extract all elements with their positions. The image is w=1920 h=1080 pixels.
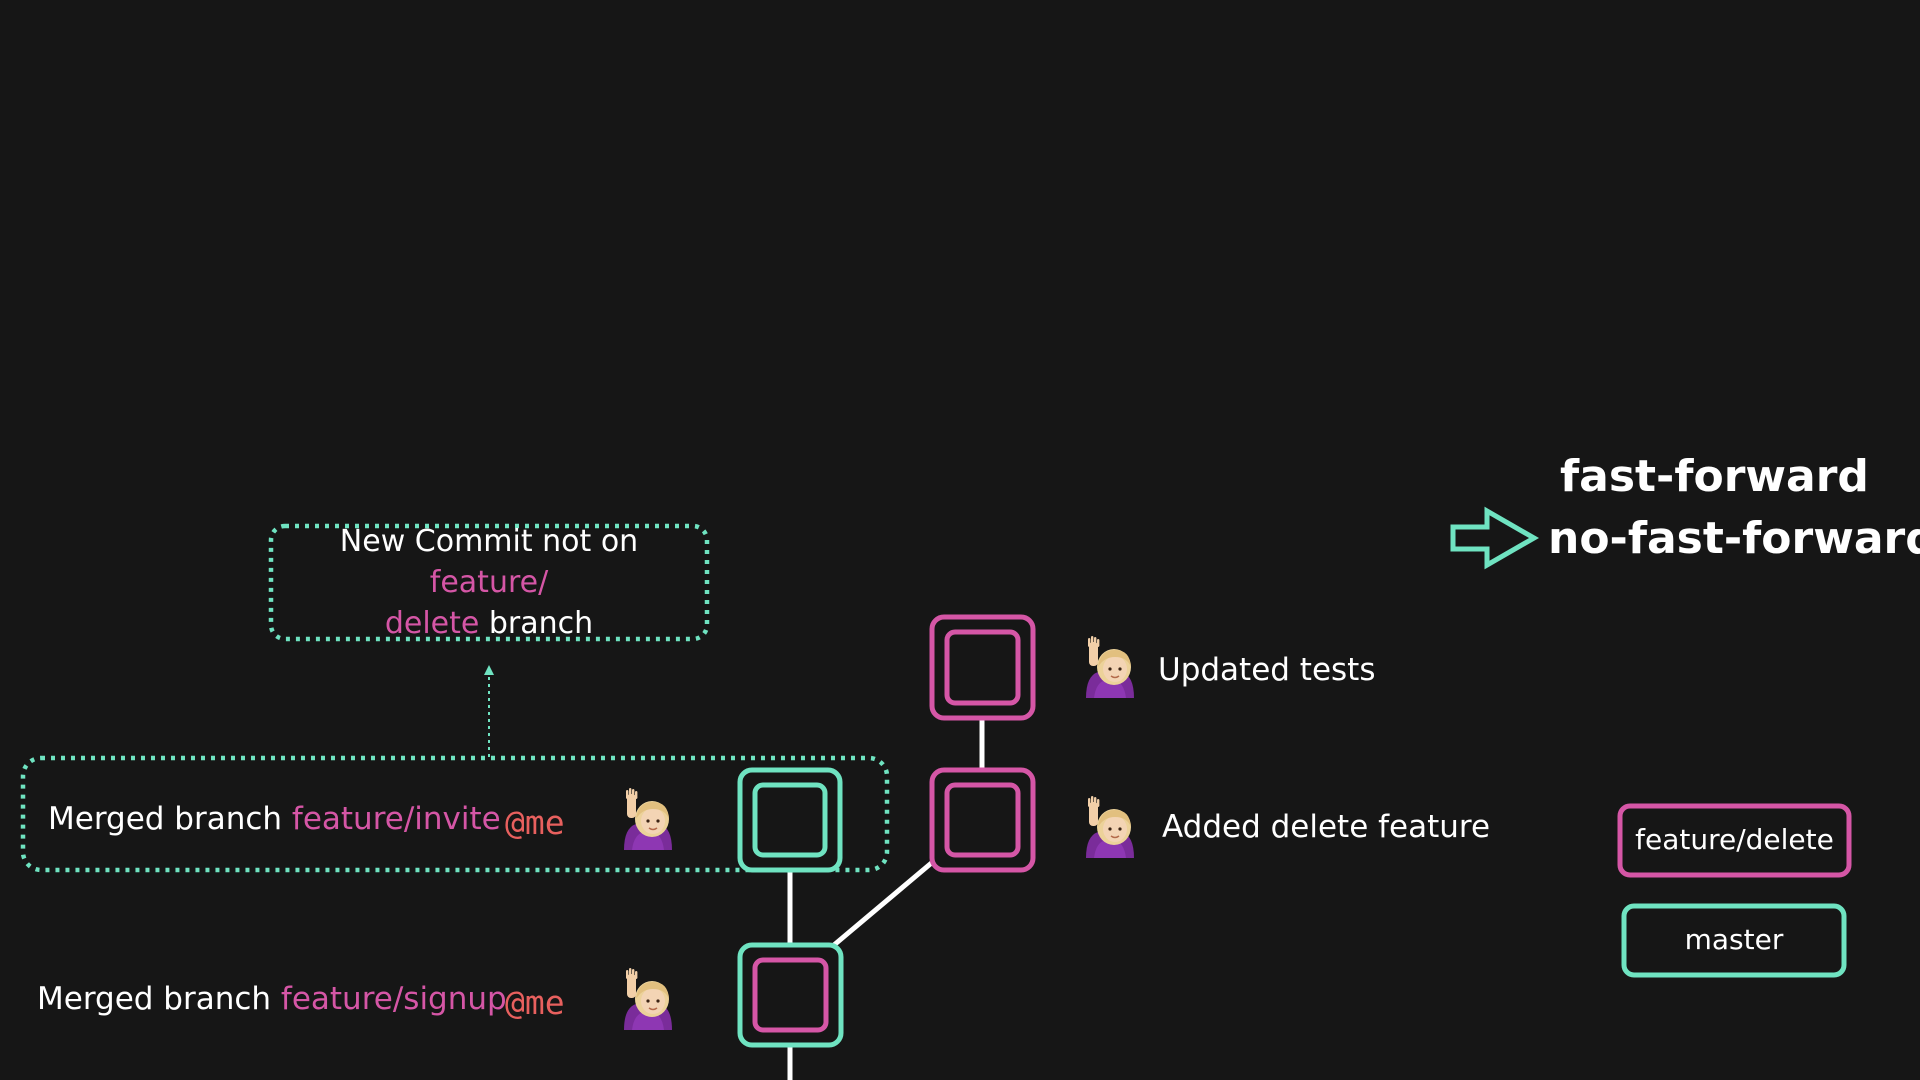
merge-signup-label: Merged branch feature/signup (37, 984, 507, 1015)
legend-feature-delete: feature/delete (1635, 823, 1834, 856)
merge-invite-branch: feature/invite (291, 801, 501, 837)
commit-added-delete-message: Added delete feature (1162, 809, 1491, 845)
right-arrow-outline-icon (1450, 506, 1540, 570)
merge-invite-label: Merged branch feature/invite (48, 804, 501, 835)
commit-merge-signup (737, 942, 844, 1048)
note-box-border (268, 523, 710, 642)
merge-commit-highlight (20, 755, 890, 873)
note-branch-part1: feature/ (429, 565, 549, 600)
merge-signup-prefix: Merged branch (37, 981, 272, 1017)
author-avatar-icon (1085, 636, 1135, 698)
commit-updated-tests (929, 614, 1036, 721)
edge-branch-out (832, 858, 937, 947)
author-avatar-icon (623, 968, 673, 1030)
merge-signup-branch: feature/signup (280, 981, 507, 1017)
legend-feature-border (1617, 803, 1852, 878)
merge-invite-author: @me (505, 803, 565, 842)
strategy-option-fast-forward[interactable]: fast-forward (1560, 451, 1869, 502)
note-new-commit: New Commit not on feature/ delete branch (270, 524, 708, 641)
author-avatar-icon (1085, 796, 1135, 858)
legend-master: master (1684, 923, 1784, 956)
commit-updated-tests-message: Updated tests (1158, 652, 1376, 688)
merge-signup-author: @me (505, 983, 565, 1022)
commit-merge-invite (737, 767, 843, 873)
commit-added-delete (929, 767, 1036, 873)
note-prefix: New Commit not on (339, 524, 639, 559)
legend-master-border (1621, 903, 1847, 978)
note-branch-part2: delete (384, 606, 480, 641)
merge-invite-prefix: Merged branch (48, 801, 283, 837)
note-suffix: branch (488, 606, 594, 641)
author-avatar-icon (623, 788, 673, 850)
note-pointer-arrowhead (484, 665, 494, 675)
strategy-option-no-fast-forward[interactable]: no-fast-forward (1548, 513, 1920, 564)
